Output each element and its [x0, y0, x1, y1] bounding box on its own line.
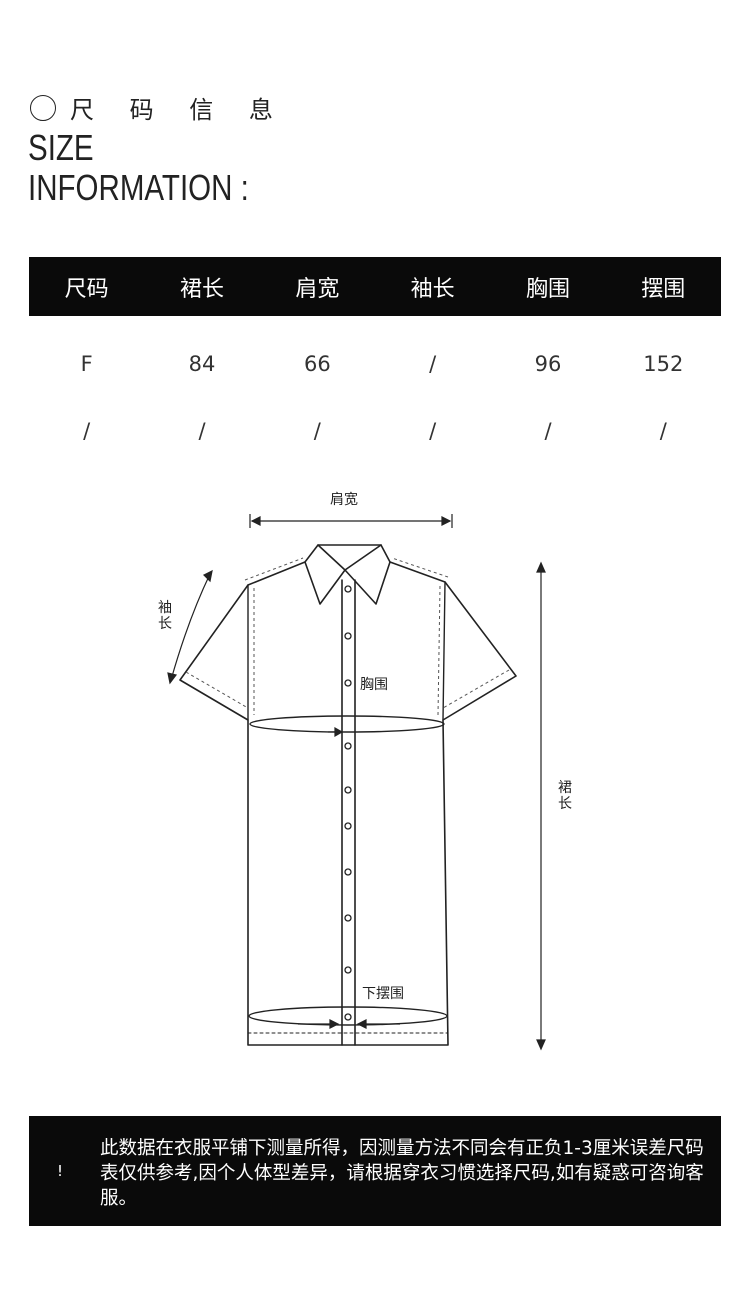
- table-cell: F: [80, 351, 93, 376]
- sleeve-length-label: 袖长: [158, 600, 172, 632]
- circle-icon: [30, 94, 56, 121]
- title-chinese: 尺 码 信 息: [70, 96, 287, 124]
- table-cell: /: [544, 418, 552, 443]
- table-cell: /: [313, 418, 321, 443]
- table-header-row: 尺码 裙长 肩宽 袖长 胸围 摆围: [29, 257, 721, 316]
- header-sleeve-length: 袖长: [410, 276, 455, 302]
- header-shoulder-width: 肩宽: [295, 276, 340, 302]
- header-chest: 胸围: [525, 276, 570, 302]
- collar: [304, 544, 391, 605]
- header-hem: 摆围: [641, 276, 686, 302]
- table-cell: /: [429, 418, 437, 443]
- table-cell: 84: [188, 351, 216, 376]
- title-english: SIZE INFORMATION :: [28, 128, 249, 208]
- chest-measure-ellipse: [249, 715, 445, 733]
- title-english-line2: INFORMATION :: [28, 167, 249, 208]
- size-table: 尺码 裙长 肩宽 袖长 胸围 摆围 F 84 66 / 96 152 / / /…: [29, 257, 721, 464]
- header-size: 尺码: [64, 276, 109, 302]
- table-cell: 152: [643, 351, 684, 376]
- title-row: 尺 码 信 息: [30, 90, 287, 125]
- table-cell: /: [198, 418, 206, 443]
- title-english-line1: SIZE: [28, 127, 94, 168]
- header-dress-length: 裙长: [179, 276, 224, 302]
- measurement-notice: ! 此数据在衣服平铺下测量所得，因测量方法不同会有正负1-3厘米误差尺码表仅供参…: [29, 1116, 721, 1226]
- notice-exclamation-icon: !: [57, 1162, 64, 1180]
- table-cell: /: [429, 351, 437, 376]
- table-cell: /: [83, 418, 91, 443]
- dress-length-label: 裙长: [558, 780, 572, 812]
- table-row: F 84 66 / 96 152: [29, 330, 721, 397]
- hem-label: 下摆围: [362, 986, 404, 1002]
- shoulder-width-label: 肩宽: [330, 492, 358, 508]
- table-cell: 96: [534, 351, 562, 376]
- notice-text: 此数据在衣服平铺下测量所得，因测量方法不同会有正负1-3厘米误差尺码表仅供参考,…: [100, 1138, 704, 1209]
- chest-label: 胸围: [360, 677, 388, 693]
- table-row: / / / / / /: [29, 397, 721, 464]
- table-cell: /: [659, 418, 667, 443]
- dress-outline: [179, 561, 517, 1046]
- hem-measure-ellipse: [248, 1006, 448, 1026]
- table-cell: 66: [303, 351, 331, 376]
